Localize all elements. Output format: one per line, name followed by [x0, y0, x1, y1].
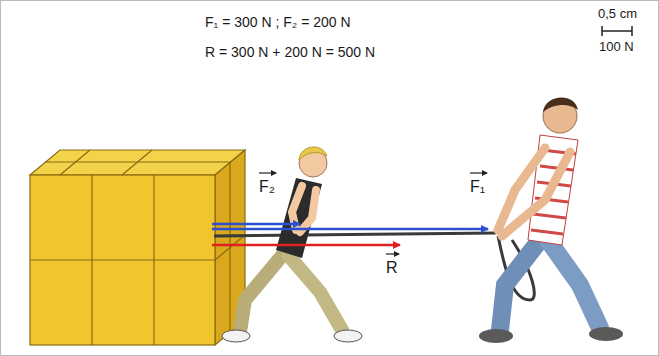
vector-label: R: [386, 259, 398, 277]
scale-length: 0,5 cm: [598, 7, 637, 22]
scale-value: 100 N: [599, 40, 634, 55]
force-values: F₁ = 300 N ; F₂ = 200 N: [205, 14, 351, 30]
force-vector-f1: [212, 228, 488, 231]
vector-sign: [386, 253, 399, 254]
scale-bar: [602, 26, 632, 36]
force-vector-f2: [212, 223, 300, 226]
vector-label: F₂: [259, 178, 275, 196]
man-figure: [479, 97, 623, 343]
vector-sign: [259, 172, 276, 173]
resultant-vector: [212, 244, 400, 247]
vector-label: F₁: [470, 178, 485, 196]
box-stack: [30, 150, 245, 345]
vector-sign: [470, 172, 487, 173]
resultant-equation: R = 300 N + 200 N = 500 N: [205, 44, 375, 60]
